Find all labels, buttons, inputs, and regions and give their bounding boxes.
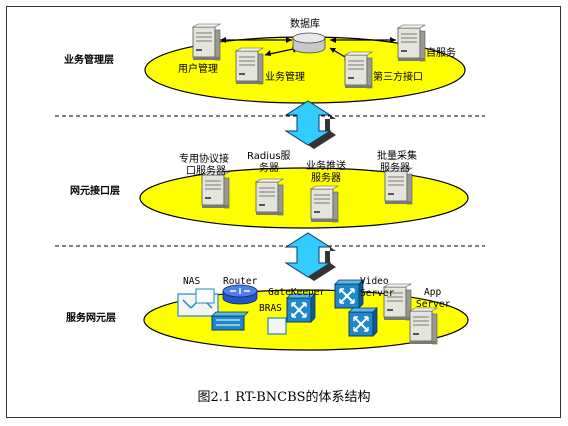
video-switch-icon — [334, 279, 364, 309]
nas-switch-icon — [177, 288, 219, 317]
third-party-label: 第三方接口 — [373, 72, 423, 83]
layer-label-service: 服务网元层 — [66, 313, 116, 324]
radius-server-label-line1: Radius服 — [247, 151, 291, 162]
nas-label: NAS — [183, 276, 201, 287]
bras-icon — [211, 311, 249, 331]
layer-label-interface: 网元接口层 — [70, 186, 120, 197]
batch-server-label-line2: 服务器 — [380, 163, 410, 174]
database-icon — [292, 32, 326, 54]
router-icon — [222, 284, 258, 305]
push-server-label-line1: 业务推送 — [306, 161, 346, 172]
core-switch-icon — [348, 307, 378, 337]
app-server-label-line1: App — [424, 287, 442, 298]
self-service-server-icon — [397, 24, 426, 62]
user-mgmt-label: 用户管理 — [178, 64, 218, 75]
self-service-label: 自服务 — [426, 48, 456, 59]
gatekeeper-label: GateKeeper — [268, 287, 326, 298]
router-label: Router — [223, 276, 258, 287]
protocol-server-label-line1: 专用协议接 — [179, 154, 229, 165]
video-server-label-line1: Video — [360, 276, 389, 287]
biz-mgmt-label: 业务管理 — [265, 72, 305, 83]
bidirectional-arrow-icon — [285, 232, 337, 282]
database-label: 数据库 — [290, 19, 320, 30]
access-box-icon — [267, 317, 287, 335]
bras-label: BRAS — [259, 303, 282, 314]
batch-server-label-line1: 批量采集 — [377, 151, 417, 162]
push-server-label-line2: 服务器 — [311, 173, 341, 184]
figure-caption: 图2.1 RT-BNCBS的体系结构 — [197, 390, 371, 405]
user-mgmt-server-icon — [192, 23, 221, 61]
protocol-server-label-line2: 口服务器 — [186, 166, 226, 177]
layer-label-mgmt: 业务管理层 — [64, 55, 114, 66]
app-server-label-line2: Server — [416, 299, 451, 310]
video-server-label-line2: Server — [360, 288, 395, 299]
radius-server-label-line2: 务器 — [259, 163, 279, 174]
bidirectional-arrow-icon — [285, 100, 337, 150]
